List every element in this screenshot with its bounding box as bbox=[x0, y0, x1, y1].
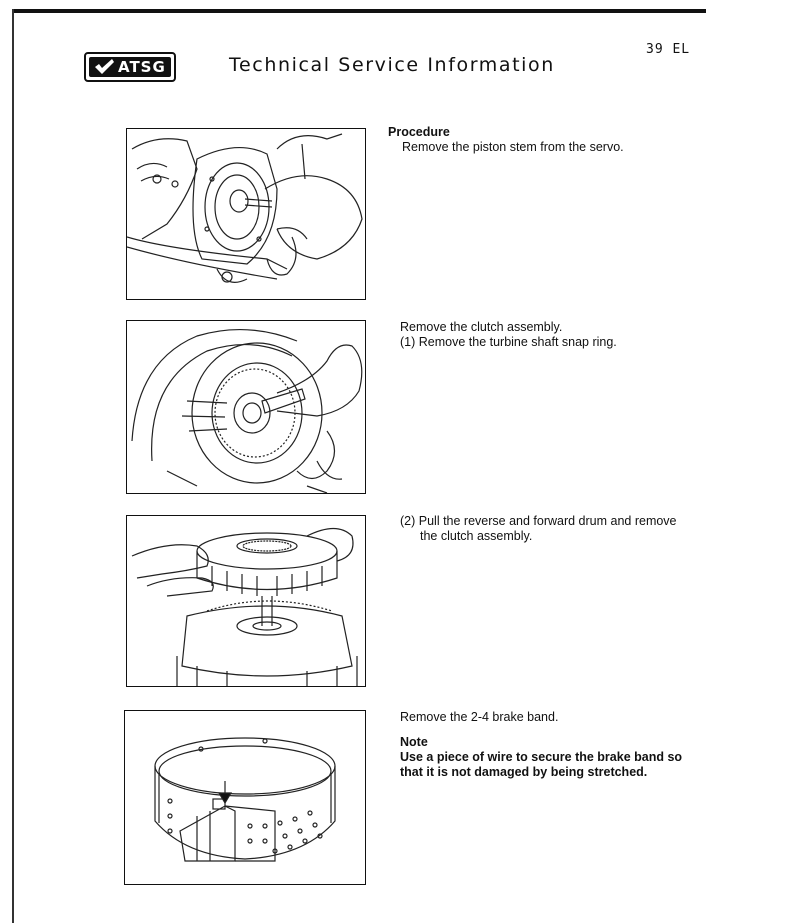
figure-servo-piston-stem bbox=[126, 128, 366, 300]
figure-turbine-snap-ring bbox=[126, 320, 366, 494]
step-brake-band: Remove the 2-4 brake band. Note Use a pi… bbox=[400, 710, 690, 780]
page-title: Technical Service Information bbox=[229, 54, 555, 76]
step-text: (2) Pull the reverse and forward drum an… bbox=[400, 514, 677, 543]
figure-brake-band bbox=[124, 710, 366, 885]
check-mark-icon bbox=[95, 59, 114, 74]
step-text: Remove the clutch assembly. bbox=[400, 320, 563, 334]
figure-clutch-drum bbox=[126, 515, 366, 687]
step-text: Remove the 2-4 brake band. bbox=[400, 710, 559, 724]
step-clutch-assembly: Remove the clutch assembly. (1) Remove t… bbox=[400, 320, 700, 350]
logo-text: ATSG bbox=[118, 58, 166, 76]
step-pull-drum: (2) Pull the reverse and forward drum an… bbox=[400, 514, 692, 544]
atsg-logo: ATSG bbox=[84, 52, 176, 82]
note-text: Use a piece of wire to secure the brake … bbox=[400, 750, 683, 779]
top-rule bbox=[12, 9, 706, 13]
step-text: Remove the piston stem from the servo. bbox=[402, 140, 624, 154]
step-text: (1) Remove the turbine shaft snap ring. bbox=[400, 335, 617, 349]
page-number: 39 EL bbox=[646, 42, 691, 57]
procedure-heading: Procedure bbox=[388, 125, 450, 139]
step-piston-stem: Procedure Remove the piston stem from th… bbox=[388, 125, 688, 155]
left-margin-rule bbox=[12, 9, 14, 923]
note-heading: Note bbox=[400, 735, 428, 749]
